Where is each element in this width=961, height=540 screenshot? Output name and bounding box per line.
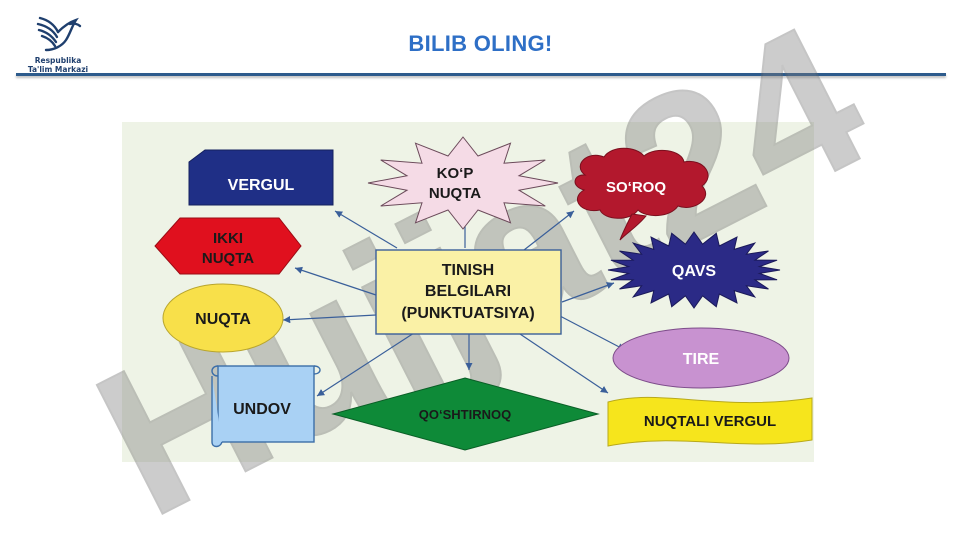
logo-line-2: Ta'lim Markazi (27, 65, 89, 74)
logo-caption: Respublika Ta'lim Markazi (18, 56, 98, 74)
center-label-3: (PUNKTUATSIYA) (401, 305, 534, 322)
node-nuqta: NUQTA (162, 283, 284, 353)
node-qoshtirnoq: QO‘SHTIRNOQ (331, 377, 600, 451)
vergul-label: VERGUL (228, 177, 295, 194)
soroq-label: SO‘ROQ (606, 179, 666, 196)
arrow-undov (316, 332, 415, 397)
arrow-nuqtali-vergul (519, 333, 609, 394)
node-soroq: SO‘ROQ (574, 147, 709, 241)
node-nuqtali-vergul: NUQTALI VERGUL (607, 396, 813, 447)
logo-line-1: Respublika (34, 56, 82, 65)
header-divider (16, 73, 946, 76)
center-label-1: TINISH (442, 262, 494, 279)
undov-label: UNDOV (233, 401, 291, 418)
kop-nuqta-label-1: KO‘P (437, 165, 474, 182)
tire-label: TIRE (683, 351, 720, 368)
node-undov: UNDOV (211, 365, 321, 448)
qavs-label: QAVS (672, 263, 716, 280)
node-ikki-nuqta: IKKI NUQTA (154, 217, 302, 275)
node-tire: TIRE (612, 327, 790, 389)
kop-nuqta-label-2: NUQTA (429, 185, 481, 202)
ikki-nuqta-label-2: NUQTA (202, 250, 254, 267)
arrow-qavs (561, 282, 615, 303)
node-kop-nuqta: KO‘P NUQTA (367, 136, 559, 230)
nuqta-label: NUQTA (195, 311, 251, 328)
node-qavs: QAVS (607, 231, 781, 309)
page-title: BILIB OLING! (408, 31, 553, 56)
arrow-nuqta (282, 314, 377, 324)
node-vergul: VERGUL (188, 149, 334, 206)
arrow-ikki-nuqta (294, 266, 377, 296)
arrow-soroq (523, 210, 575, 251)
node-center: TINISH BELGILARI (PUNKTUATSIYA) (375, 249, 562, 335)
arrow-vergul (334, 210, 398, 249)
nuqtali-vergul-label: NUQTALI VERGUL (644, 413, 776, 430)
dove-logo-icon (36, 16, 82, 52)
ikki-nuqta-label-1: IKKI (213, 230, 243, 247)
arrow-tire (559, 315, 626, 351)
center-label-2: BELGILARI (425, 283, 511, 300)
qoshtirnoq-label: QO‘SHTIRNOQ (419, 407, 511, 422)
